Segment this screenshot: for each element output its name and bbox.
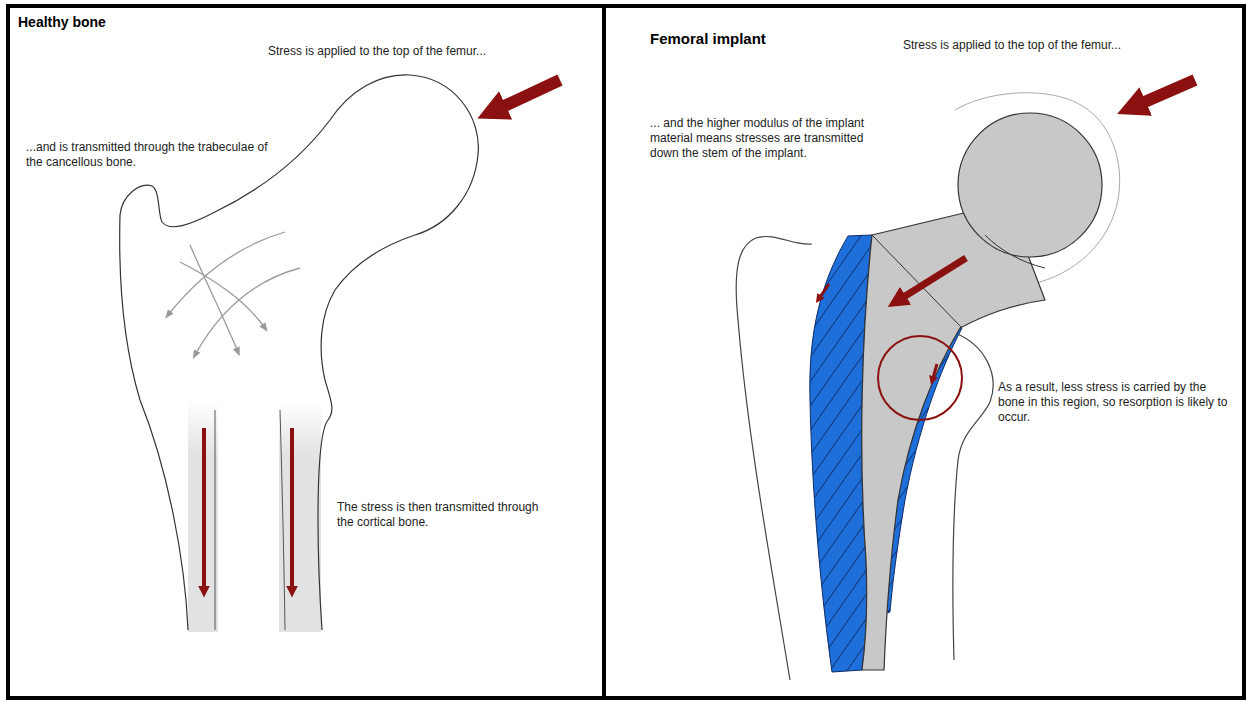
panel: Healthy bone xyxy=(6,4,606,700)
resorption-circle xyxy=(878,336,962,420)
annotation: Stress is applied to the top of the femu… xyxy=(903,38,1203,53)
panel-heading: Healthy bone xyxy=(18,14,106,30)
head-neck-junction xyxy=(985,235,1045,268)
healthy-femur xyxy=(120,75,560,632)
load-arrow xyxy=(1140,80,1195,104)
implant-head xyxy=(958,113,1102,257)
bone-outline xyxy=(953,333,993,660)
medullary-canal xyxy=(215,410,216,630)
annotation: ... and the higher modulus of the implan… xyxy=(650,116,875,161)
medullary-canal xyxy=(280,410,285,630)
femur-outline xyxy=(120,75,479,630)
stress-arrow xyxy=(290,428,294,588)
stress-arrow xyxy=(933,364,937,378)
trabecular-arrows xyxy=(168,232,300,355)
load-arrow xyxy=(500,80,560,108)
annotation: ...and is transmitted through the trabec… xyxy=(26,140,276,170)
implant-stem xyxy=(862,195,1045,670)
cortical-shading xyxy=(188,400,218,632)
bone-outline xyxy=(736,236,812,680)
cortical-shading xyxy=(279,400,321,632)
annotation: The stress is then transmitted through t… xyxy=(337,500,552,530)
stress-arrow xyxy=(820,284,829,297)
stress-arrow xyxy=(202,428,206,588)
annotation: Stress is applied to the top of the femu… xyxy=(268,44,568,59)
collar-line xyxy=(872,235,962,328)
panel: Femoral implant xyxy=(602,4,1246,700)
panel-heading: Femoral implant xyxy=(650,30,766,47)
stress-arrow xyxy=(902,258,966,298)
annotation: As a result, less stress is carried by t… xyxy=(998,380,1236,425)
